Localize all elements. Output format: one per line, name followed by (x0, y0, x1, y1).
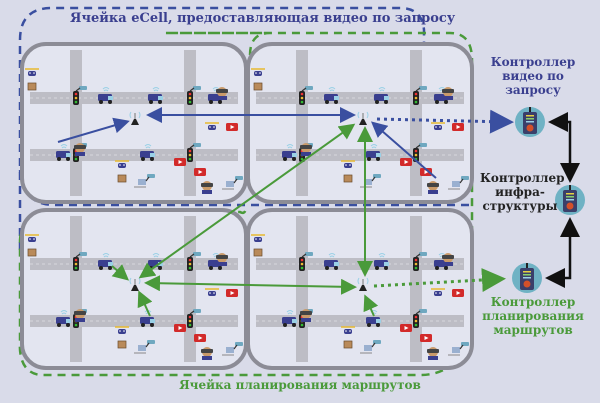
arrow-green-diagonal (138, 123, 356, 279)
ecell-cell-label: Ячейка eCell, предоставляющая видео по з… (70, 11, 456, 26)
arrow-green-dotted-to-route-ctrl (373, 268, 506, 292)
route-cell-label: Ячейка планирования маршрутов (179, 378, 421, 392)
route-controller-icon (511, 262, 543, 294)
video-controller-icon (514, 106, 546, 138)
arrow-blue-car-to-bs (57, 117, 130, 143)
arrow-green-car1 (111, 264, 130, 281)
arrow-green-horizontal (144, 275, 357, 295)
arrow-blue-dotted-to-video-ctrl (376, 109, 514, 134)
link-video-infra (548, 112, 580, 183)
arrow-green-car2 (137, 290, 153, 317)
infra-controller-label: Контроллер инфра-структуры (480, 171, 565, 213)
video-controller-label: Контроллер видео по запросу (490, 55, 576, 97)
arrow-green-car3 (363, 294, 379, 317)
arrow-blue-vr-to-bs (370, 121, 437, 179)
link-infra-route (545, 217, 580, 288)
route-controller-label: Контроллер планирования маршрутов (482, 295, 584, 337)
